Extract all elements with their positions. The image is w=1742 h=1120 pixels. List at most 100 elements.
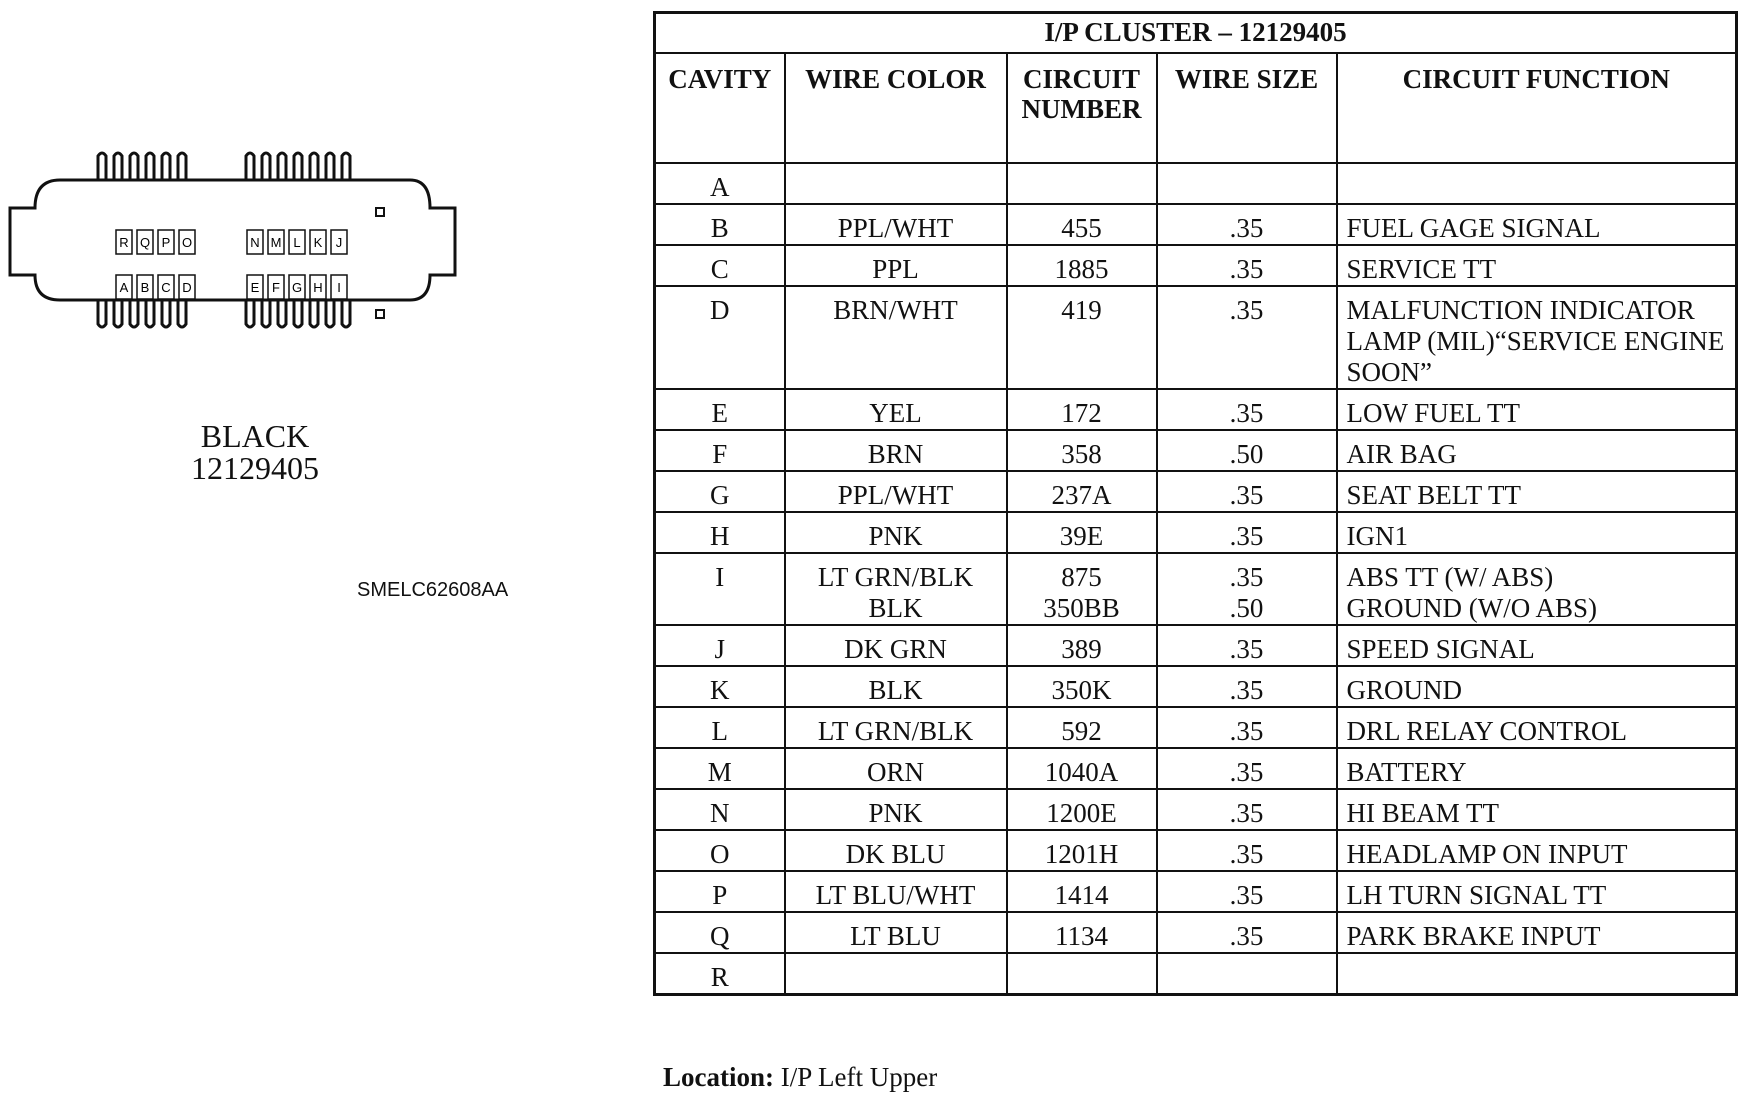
circuit-function-cell (1335, 162, 1738, 205)
location-value: I/P Left Upper (780, 1062, 938, 1092)
cavity-cell: Q (653, 911, 786, 954)
bottom-ribs-right (244, 300, 352, 329)
circuit-number-cell: 1885 (1005, 244, 1158, 287)
wire-size-cell: .50 (1155, 429, 1338, 472)
svg-text:C: C (161, 280, 170, 295)
wire-size-cell: .35 (1155, 665, 1338, 708)
pinout-table: I/P CLUSTER – 12129405 CAVITY WIRE COLOR… (653, 11, 1738, 996)
circuit-function-cell: GROUND (1335, 665, 1738, 708)
location-label: Location: (663, 1062, 774, 1092)
circuit-number-cell: 1134 (1005, 911, 1158, 954)
cavity-cell: C (653, 244, 786, 287)
svg-text:A: A (120, 280, 129, 295)
pin-cavity-a: A (115, 274, 133, 300)
svg-text:L: L (293, 235, 300, 250)
wire-size-cell: .35 (1155, 470, 1338, 513)
wire-size-cell: .35 (1155, 870, 1338, 913)
wire-color-cell: LT BLU (783, 911, 1008, 954)
svg-text:E: E (251, 280, 260, 295)
pin-cavity-i: I (330, 274, 348, 300)
circuit-function-cell: MALFUNCTION INDICATOR LAMP (MIL)“SERVICE… (1335, 285, 1738, 390)
svg-text:O: O (182, 235, 192, 250)
cavity-cell: I (653, 552, 786, 626)
index-square-top (375, 207, 385, 217)
cavity-cell: F (653, 429, 786, 472)
wire-color-cell: YEL (783, 388, 1008, 431)
cavity-cell: D (653, 285, 786, 390)
svg-text:G: G (292, 280, 302, 295)
pin-cavity-g: G (288, 274, 306, 300)
wire-size-cell: .35 (1155, 244, 1338, 287)
circuit-number-cell: 1414 (1005, 870, 1158, 913)
wire-color-cell: PPL/WHT (783, 203, 1008, 246)
table-title: I/P CLUSTER – 12129405 (653, 11, 1738, 54)
circuit-number-cell (1005, 162, 1158, 205)
wire-size-cell: .35 (1155, 747, 1338, 790)
circuit-function-cell: FUEL GAGE SIGNAL (1335, 203, 1738, 246)
top-ribs-left (96, 151, 188, 180)
circuit-number-cell: 358 (1005, 429, 1158, 472)
top-ribs-right (244, 151, 352, 180)
circuit-function-cell: ABS TT (W/ ABS) GROUND (W/O ABS) (1335, 552, 1738, 626)
circuit-number-cell: 1200E (1005, 788, 1158, 831)
wire-color-cell: BRN/WHT (783, 285, 1008, 390)
circuit-function-cell: SEAT BELT TT (1335, 470, 1738, 513)
circuit-function-cell: IGN1 (1335, 511, 1738, 554)
table-row: R (653, 952, 1738, 996)
wire-color-cell: LT GRN/BLK BLK (783, 552, 1008, 626)
circuit-function-cell: LH TURN SIGNAL TT (1335, 870, 1738, 913)
header-cavity: CAVITY (653, 52, 786, 164)
svg-text:F: F (272, 280, 280, 295)
circuit-number-cell: 39E (1005, 511, 1158, 554)
header-circuit-function: CIRCUIT FUNCTION (1335, 52, 1738, 164)
pin-cavity-p: P (157, 229, 175, 255)
pin-cavity-r: R (115, 229, 133, 255)
pin-cavity-b: B (136, 274, 154, 300)
wire-size-cell (1155, 162, 1338, 205)
cavity-cell: B (653, 203, 786, 246)
circuit-number-cell (1005, 952, 1158, 996)
location-note: Location: I/P Left Upper (663, 1062, 937, 1093)
header-wire-size: WIRE SIZE (1155, 52, 1338, 164)
svg-text:N: N (250, 235, 259, 250)
svg-text:Q: Q (140, 235, 150, 250)
wire-color-cell: BRN (783, 429, 1008, 472)
table-row: A (653, 162, 1738, 205)
wire-color-cell: DK GRN (783, 624, 1008, 667)
wire-size-cell: .35 (1155, 706, 1338, 749)
wire-size-cell (1155, 952, 1338, 996)
circuit-function-cell: LOW FUEL TT (1335, 388, 1738, 431)
pin-cavity-o: O (178, 229, 196, 255)
wire-size-cell: .35 (1155, 788, 1338, 831)
wire-color-cell: LT BLU/WHT (783, 870, 1008, 913)
header-circuit-number: CIRCUIT NUMBER (1005, 52, 1158, 164)
wire-size-cell: .35 (1155, 388, 1338, 431)
svg-text:K: K (314, 235, 323, 250)
wire-size-cell: .35 (1155, 624, 1338, 667)
pinout-table-wrapper: I/P CLUSTER – 12129405 CAVITY WIRE COLOR… (653, 11, 1738, 996)
svg-text:I: I (337, 280, 341, 295)
table-header-row: CAVITY WIRE COLOR CIRCUIT NUMBER WIRE SI… (653, 52, 1738, 164)
wire-size-cell: .35 (1155, 285, 1338, 390)
pin-cavity-l: L (288, 229, 306, 255)
wire-color-cell: ORN (783, 747, 1008, 790)
svg-text:P: P (162, 235, 171, 250)
header-wire-color: WIRE COLOR (783, 52, 1008, 164)
wire-size-cell: .35 (1155, 511, 1338, 554)
circuit-number-cell: 1201H (1005, 829, 1158, 872)
wire-color-cell: DK BLU (783, 829, 1008, 872)
connector-caption: BLACK 12129405 (150, 420, 360, 484)
circuit-number-cell: 875 350BB (1005, 552, 1158, 626)
circuit-function-cell (1335, 952, 1738, 996)
